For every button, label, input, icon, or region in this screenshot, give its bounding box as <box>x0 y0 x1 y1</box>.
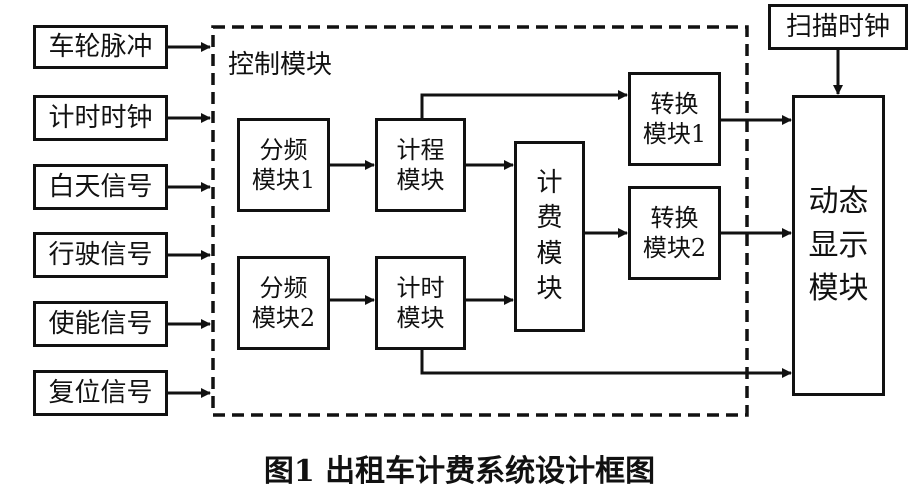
timer-module: 计时 模块 <box>375 256 466 350</box>
fare-module: 计 费 模 块 <box>514 141 585 332</box>
arrow-mileage-to-conv1 <box>420 90 628 118</box>
mileage-module: 计程 模块 <box>375 118 466 212</box>
divider-module-2: 分频 模块2 <box>237 256 330 350</box>
divider-module-1: 分频 模块1 <box>237 118 330 212</box>
conversion-module-1: 转换 模块1 <box>628 72 721 166</box>
conversion-module-2: 转换 模块2 <box>628 186 721 280</box>
input-enable-signal: 使能信号 <box>33 301 168 347</box>
control-module-label: 控制模块 <box>228 50 333 80</box>
input-wheel-pulse: 车轮脉冲 <box>33 25 168 69</box>
dynamic-display-module: 动态 显示 模块 <box>792 95 885 396</box>
scan-clock: 扫描时钟 <box>768 4 908 50</box>
input-day-signal: 白天信号 <box>33 164 168 210</box>
input-timer-clock: 计时时钟 <box>33 95 168 141</box>
figure-caption: 图1 出租车计费系统设计框图 <box>263 454 656 489</box>
input-drive-signal: 行驶信号 <box>33 232 168 278</box>
control-module-border <box>211 25 749 417</box>
input-reset-signal: 复位信号 <box>33 370 168 416</box>
arrow-timer-to-display <box>420 348 792 378</box>
